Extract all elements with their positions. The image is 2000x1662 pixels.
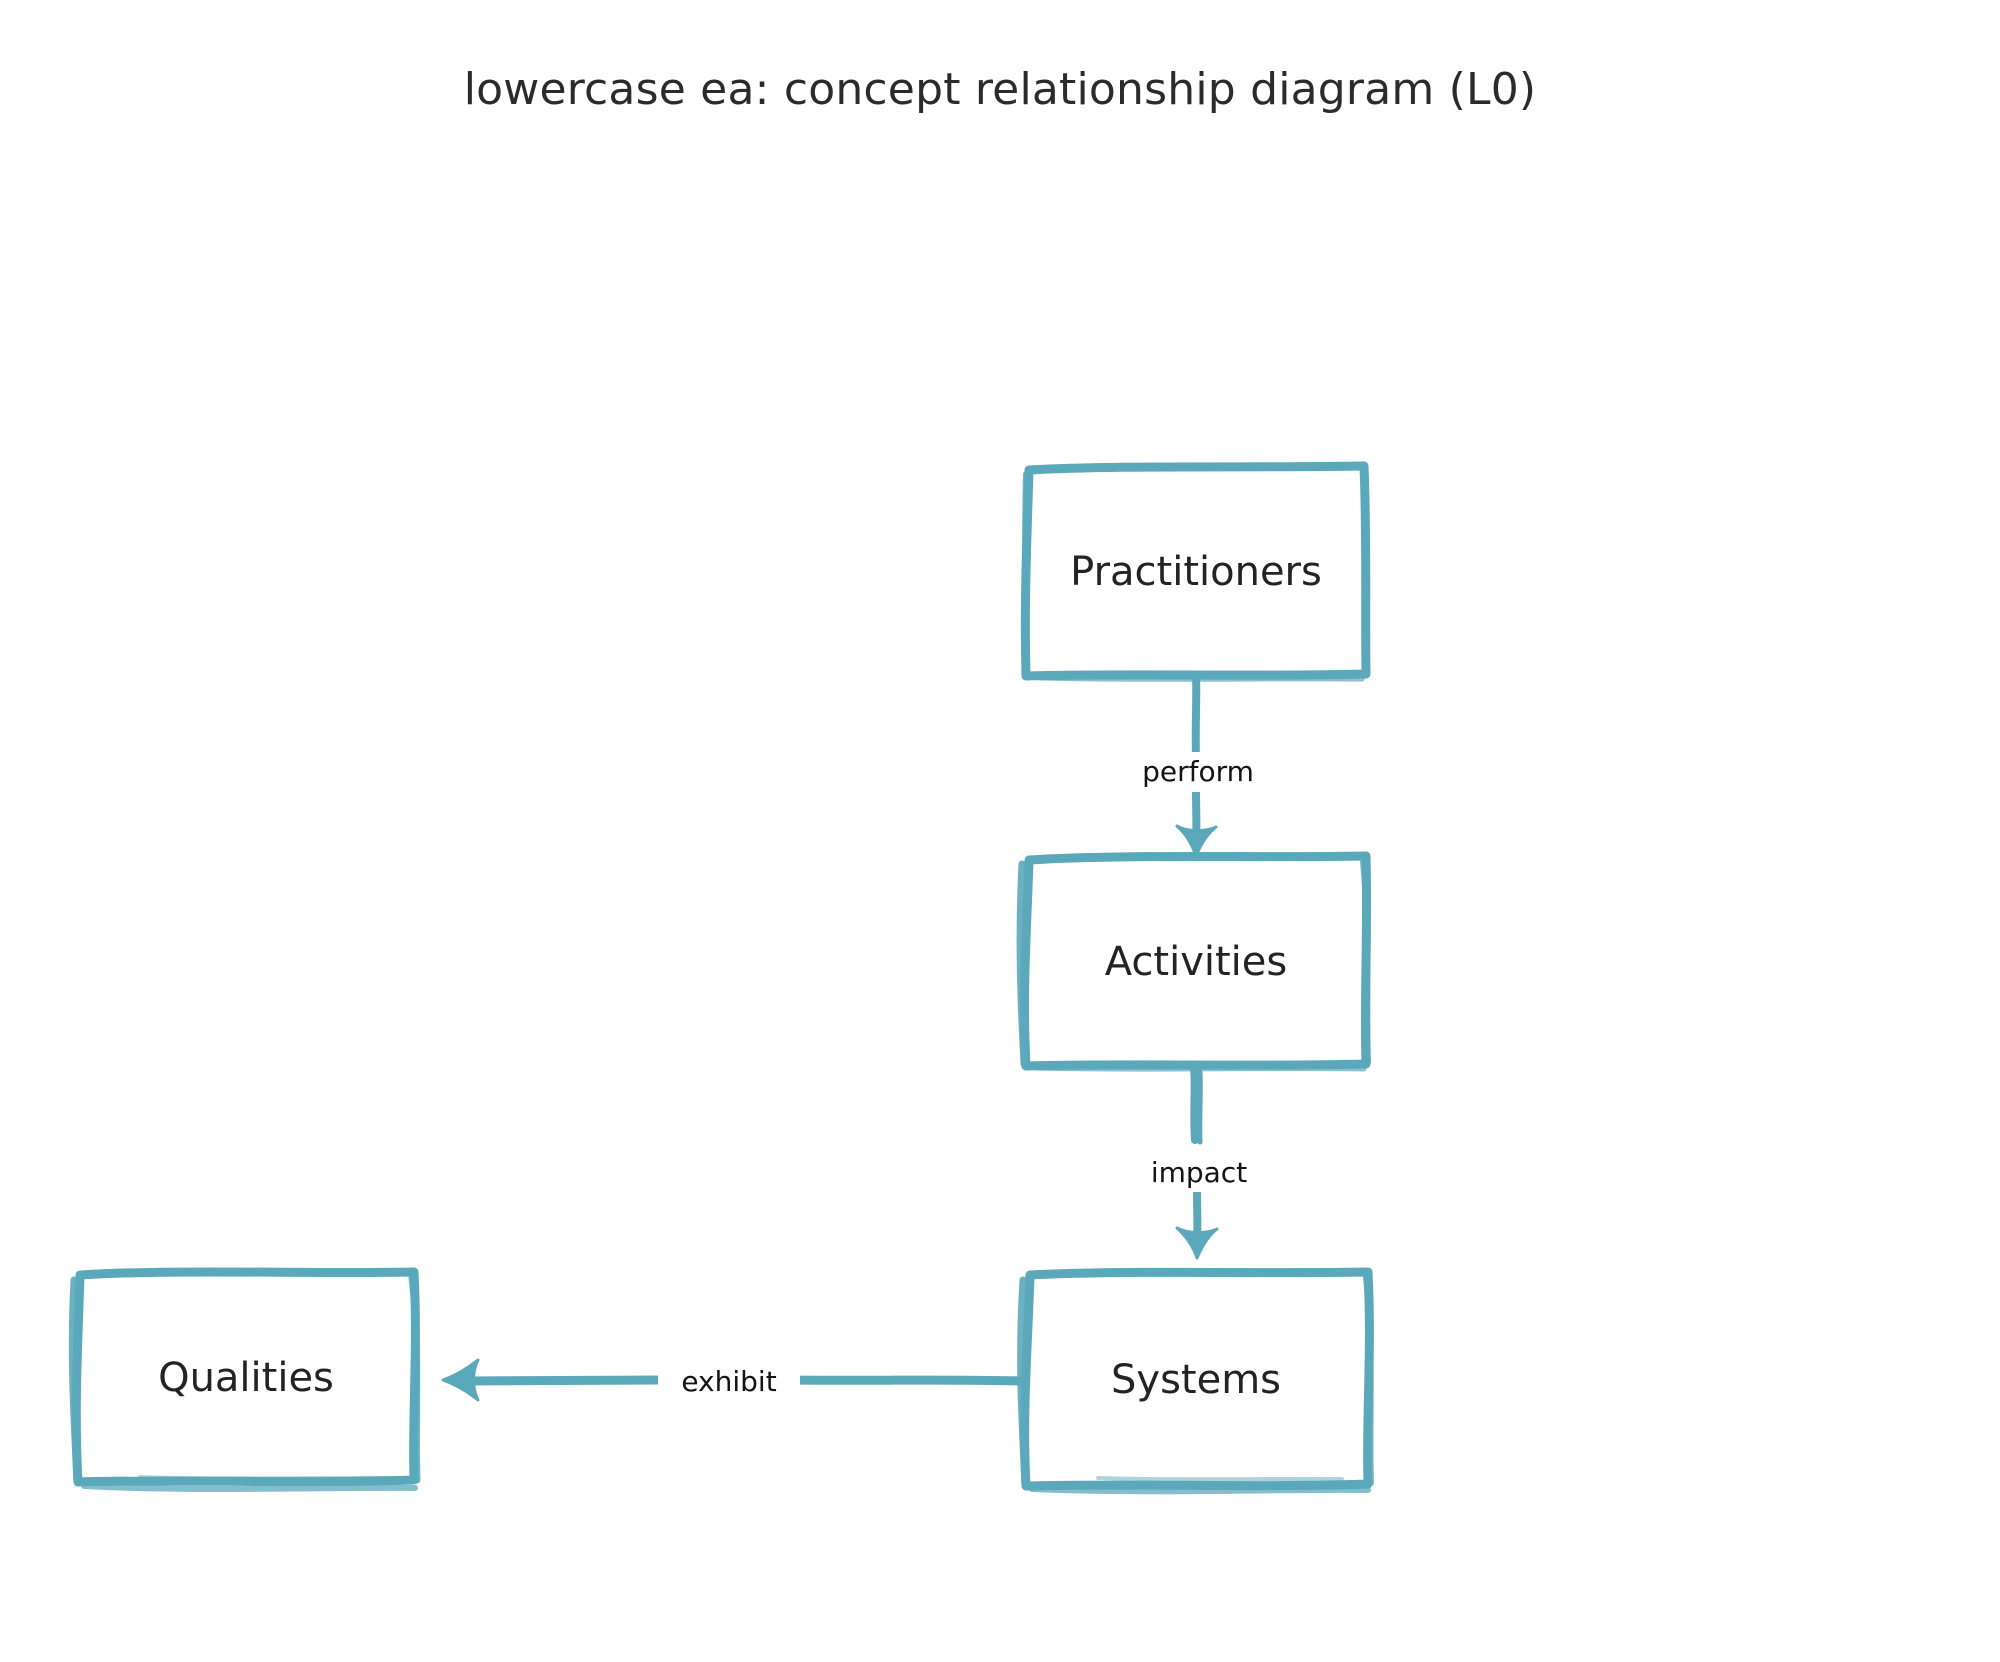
edge-impact-line-upper-sketch	[1197, 1069, 1203, 1145]
edge-exhibit: exhibit	[441, 1358, 1025, 1402]
node-qualities-label: Qualities	[158, 1355, 334, 1401]
node-systems-sketch-bottom	[1029, 1486, 1371, 1495]
edge-impact-arrowhead	[1175, 1226, 1219, 1260]
node-qualities-sketch-bottom2	[138, 1475, 394, 1481]
node-activities-sketch-bottom	[1033, 1065, 1367, 1072]
edge-exhibit-arrowhead	[441, 1358, 480, 1402]
node-practitioners-sketch-bottom	[1037, 675, 1365, 682]
node-qualities-sketch-right	[408, 1274, 421, 1484]
edge-perform-label: perform	[1142, 755, 1254, 788]
node-activities-label: Activities	[1105, 939, 1287, 985]
node-systems[interactable]: Systems	[1017, 1267, 1374, 1495]
node-qualities-sketch-left	[68, 1276, 81, 1485]
edge-exhibit-label: exhibit	[681, 1365, 776, 1398]
node-practitioners[interactable]: Practitioners	[1020, 461, 1371, 682]
edge-perform-arrowhead	[1175, 824, 1218, 858]
node-qualities-sketch-top2	[156, 1267, 258, 1273]
node-practitioners-sketch-left	[1022, 471, 1030, 675]
edge-perform-line-upper	[1191, 674, 1201, 764]
edge-impact-label-bg	[1136, 1150, 1262, 1192]
node-systems-sketch-bottom2	[1096, 1476, 1344, 1482]
edge-exhibit-line-right	[790, 1375, 1025, 1386]
edge-impact: impact	[1136, 1062, 1262, 1260]
node-systems-sketch-right	[1363, 1275, 1374, 1486]
edge-impact-label: impact	[1151, 1156, 1247, 1189]
node-practitioners-label: Practitioners	[1070, 549, 1322, 595]
node-systems-sketch-left	[1017, 1276, 1029, 1488]
edge-impact-line-upper	[1190, 1062, 1199, 1144]
node-activities[interactable]: Activities	[1016, 851, 1372, 1072]
edge-exhibit-line-left	[465, 1375, 666, 1386]
diagram-title: lowercase ea: concept relationship diagr…	[464, 64, 1537, 115]
node-activities-sketch-right	[1360, 859, 1371, 1065]
edge-perform: perform	[1128, 674, 1268, 858]
edge-perform-label-bg	[1128, 752, 1268, 792]
node-qualities[interactable]: Qualities	[68, 1267, 421, 1493]
node-qualities-sketch-bottom	[81, 1483, 418, 1493]
node-activities-sketch-left	[1016, 860, 1028, 1068]
edge-exhibit-label-bg	[658, 1358, 800, 1402]
node-systems-label: Systems	[1111, 1357, 1281, 1403]
